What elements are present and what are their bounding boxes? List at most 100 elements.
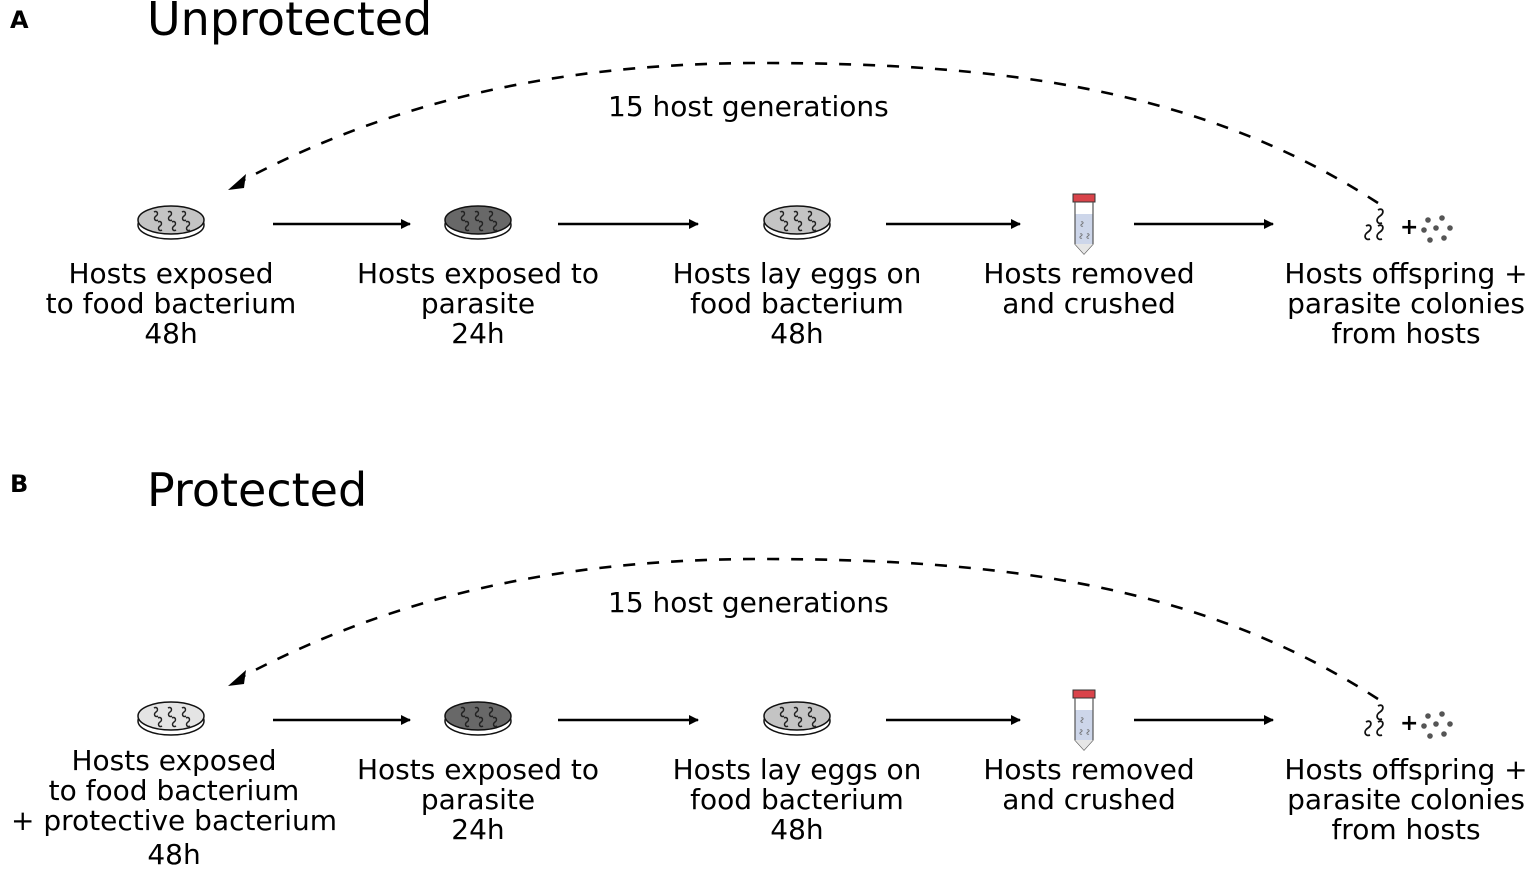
label-line: 48h [770, 317, 824, 350]
worm-squiggle [167, 706, 173, 718]
colony-dot [1447, 721, 1453, 727]
worm-squiggle [492, 220, 498, 232]
panel-a-letter: A [10, 6, 29, 34]
worm-squiggle [474, 210, 480, 222]
panel-a-step-1-label: Hosts exposed to food bacterium 48h [46, 259, 297, 349]
label-line: from hosts [1331, 813, 1481, 846]
worm-squiggle [488, 706, 494, 718]
colony-dot [1441, 731, 1447, 737]
worms-plus-colonies-icon: + [1364, 208, 1453, 243]
label-line: Hosts lay eggs on [672, 753, 922, 786]
worm-squiggle [185, 220, 191, 232]
panel-b-step-5-label: Hosts offspring + parasite colonies from… [1284, 755, 1527, 845]
worm-squiggle [157, 220, 163, 232]
label-line: from hosts [1331, 317, 1481, 350]
worm-squiggle [464, 220, 470, 232]
test-tube-icon [1072, 689, 1096, 751]
label-line: Hosts exposed to [356, 753, 600, 786]
label-line: Hosts lay eggs on [672, 257, 922, 290]
worm-squiggle [793, 706, 799, 718]
panel-a-loop-label: 15 host generations [608, 90, 889, 123]
worm-squiggle [157, 716, 163, 728]
worm-squiggle [797, 220, 803, 232]
panel-a-step-4-label: Hosts removed and crushed [983, 259, 1194, 319]
generation-loop-arrow [237, 557, 1379, 701]
colony-dot [1425, 713, 1431, 719]
label-line: 24h [451, 813, 505, 846]
petri-dish-light-gray-icon [763, 701, 831, 736]
panel-a-title: Unprotected [147, 0, 433, 46]
label-line: and crushed [1002, 783, 1176, 816]
worm-squiggle [779, 706, 785, 718]
colony-dot [1441, 235, 1447, 241]
worm-squiggle [460, 706, 466, 718]
worm-squiggle [171, 716, 177, 728]
label-line: 24h [451, 317, 505, 350]
colony-dot [1439, 215, 1445, 221]
label-line: and crushed [1002, 287, 1176, 320]
worm-squiggle [478, 220, 484, 232]
label-line: Hosts exposed [68, 257, 274, 290]
worm-squiggle [797, 716, 803, 728]
colony-dot [1427, 733, 1433, 739]
generation-loop-arrow [237, 61, 1379, 205]
label-line: parasite [420, 783, 536, 816]
panel-a-step-3-label: Hosts lay eggs on food bacterium 48h [673, 259, 922, 349]
panel-b-loop-label: 15 host generations [608, 586, 889, 619]
worm-squiggle [811, 716, 817, 728]
panel-a-graphics: + [137, 61, 1453, 255]
worm-squiggle [779, 210, 785, 222]
colony-dot [1433, 721, 1439, 727]
petri-dish-very-light-gray-icon [137, 701, 205, 736]
panel-a-step-2-label: Hosts exposed to parasite 24h [357, 259, 599, 349]
panel-b-step-2-label: Hosts exposed to parasite 24h [357, 755, 599, 845]
label-line: 48h [144, 317, 198, 350]
label-line: 48h [770, 813, 824, 846]
panel-b-step-1-label: Hosts exposed to food bacterium + protec… [11, 746, 337, 870]
label-line: Hosts removed [983, 753, 1195, 786]
label-line: food bacterium [690, 287, 904, 320]
worm-squiggle [171, 220, 177, 232]
colony-dot [1427, 237, 1433, 243]
panel-a-step-5-label: Hosts offspring + parasite colonies from… [1284, 259, 1527, 349]
worm-squiggle [181, 706, 187, 718]
petri-dish-dark-gray-icon [444, 205, 512, 240]
panel-b-step-3-label: Hosts lay eggs on food bacterium 48h [673, 755, 922, 845]
worm-squiggle [783, 716, 789, 728]
colony-dot [1425, 217, 1431, 223]
loop-arrowhead [228, 174, 246, 190]
loop-arrowhead [228, 670, 246, 686]
label-line: Hosts removed [983, 257, 1195, 290]
petri-dish-light-gray-icon [763, 205, 831, 240]
worm-squiggle [181, 210, 187, 222]
colony-dot [1421, 227, 1427, 233]
panel-b-letter: B [10, 470, 29, 498]
label-line: Hosts offspring + [1284, 257, 1528, 290]
worm-squiggle [478, 716, 484, 728]
worm-squiggle [811, 220, 817, 232]
worm-squiggle [474, 706, 480, 718]
colony-dot [1433, 225, 1439, 231]
label-line: food bacterium [690, 783, 904, 816]
worm-squiggle [167, 210, 173, 222]
worms-plus-colonies-icon: + [1364, 704, 1453, 739]
worm-squiggle [464, 716, 470, 728]
plus-sign: + [1400, 711, 1418, 736]
panel-b-graphics: + [137, 557, 1453, 751]
worm-squiggle [488, 210, 494, 222]
worm-squiggle [492, 716, 498, 728]
petri-dish-dark-gray-icon [444, 701, 512, 736]
worm-squiggle [460, 210, 466, 222]
label-line: Hosts exposed [71, 744, 277, 777]
label-line: to food bacterium [45, 287, 297, 320]
label-line: Hosts exposed to [356, 257, 600, 290]
colony-dot [1439, 711, 1445, 717]
label-line: parasite colonies [1287, 287, 1525, 320]
label-line: + protective bacterium [10, 804, 338, 837]
worm-squiggle [807, 706, 813, 718]
label-line: Hosts offspring + [1284, 753, 1528, 786]
worm-squiggle [185, 716, 191, 728]
label-line: to food bacterium [48, 774, 300, 807]
petri-dish-light-gray-icon [137, 205, 205, 240]
